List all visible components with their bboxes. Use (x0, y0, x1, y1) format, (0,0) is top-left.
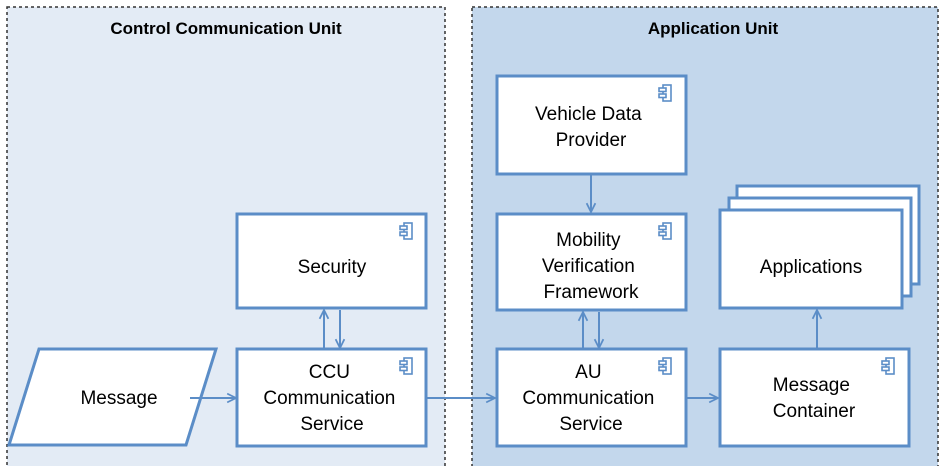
ccu-communication-service-node: CCU Communication Service (235, 347, 428, 448)
left-lane-title: Control Communication Unit (110, 19, 342, 38)
applications-label: Applications (760, 257, 862, 278)
vehicle-data-label-line2: Provider (556, 130, 627, 151)
mvf-label-line3: Framework (543, 282, 639, 303)
security-node: Security (235, 212, 428, 310)
ccu-label-line3: Service (300, 414, 363, 435)
svg-text:Vehicle Data Provider: Vehicle Data Provider (535, 104, 647, 151)
au-label-line2: Communication (522, 388, 654, 409)
au-label-line3: Service (559, 414, 622, 435)
vehicle-data-provider-node: Vehicle Data Provider (495, 74, 688, 176)
component-icon (658, 357, 672, 375)
message-label: Message (80, 388, 157, 409)
svg-text:Message: Message (80, 388, 157, 409)
svg-text:Security: Security (298, 257, 367, 278)
svg-text:AU Communication S: AU Communication Service (522, 362, 659, 435)
svg-text:Mobility Verification: Mobility Verification Framework (542, 230, 640, 303)
svg-text:CCU Communication: CCU Communication Service (263, 362, 400, 435)
message-container-label-line1: Message (773, 375, 850, 396)
svg-text:Message Container: Message Container (773, 375, 856, 422)
right-lane-title: Application Unit (648, 19, 779, 38)
message-container-node: Message Container (718, 347, 911, 448)
vehicle-data-label-line1: Vehicle Data (535, 104, 642, 125)
component-icon (658, 222, 672, 240)
applications-node: Applications (718, 184, 921, 310)
svg-text:Applications: Applications (760, 257, 862, 278)
mobility-verification-framework-node: Mobility Verification Framework (495, 212, 688, 312)
au-label-line1: AU (575, 362, 601, 383)
ccu-label-line1: CCU (309, 362, 350, 383)
message-container-label-line2: Container (773, 401, 856, 422)
component-icon (399, 222, 413, 240)
message-node: Message (6, 347, 219, 447)
component-icon (881, 357, 895, 375)
mvf-label-line1: Mobility (556, 230, 621, 251)
component-icon (658, 84, 672, 102)
au-communication-service-node: AU Communication Service (495, 347, 688, 448)
security-label: Security (298, 257, 367, 278)
component-icon (399, 357, 413, 375)
ccu-label-line2: Communication (263, 388, 395, 409)
mvf-label-line2: Verification (542, 256, 635, 277)
